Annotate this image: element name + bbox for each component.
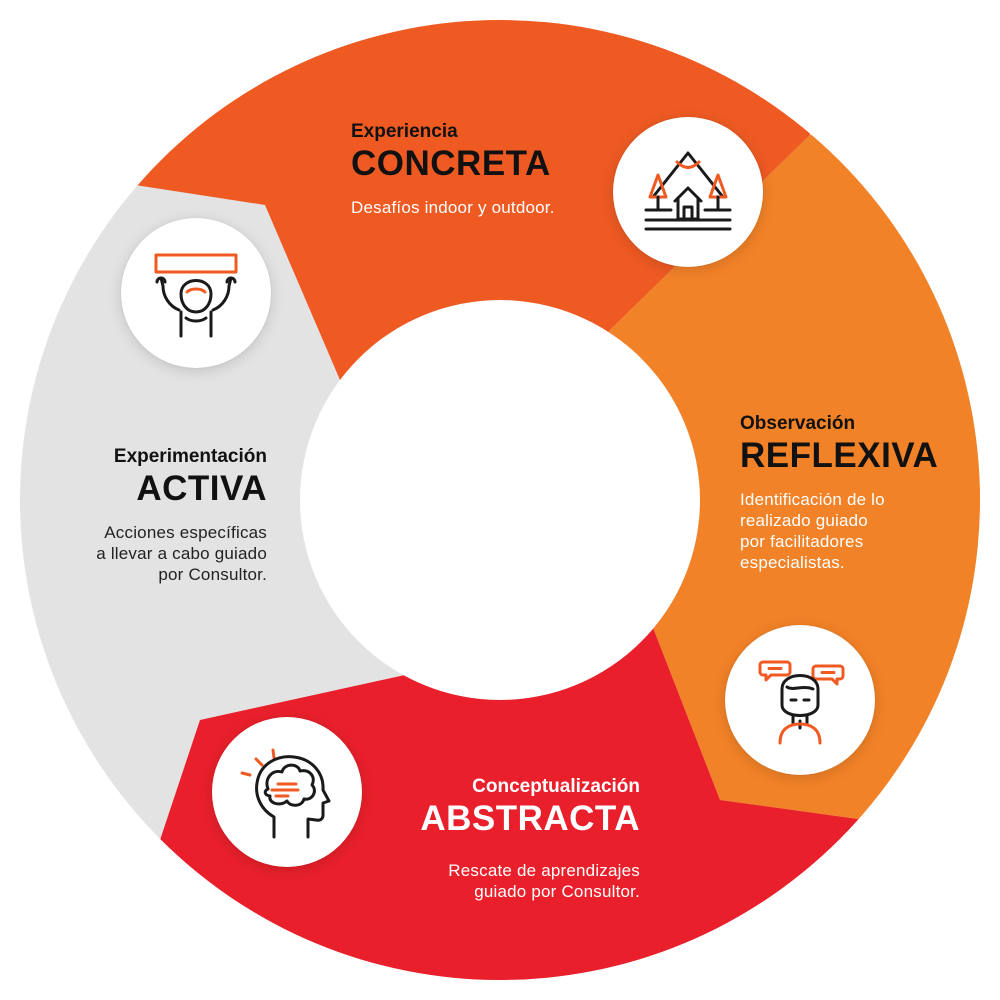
stage-reflexiva: Observación REFLEXIVA Identificación de … xyxy=(740,413,980,573)
stage-abstracta: Conceptualización ABSTRACTA Rescate de a… xyxy=(350,776,640,902)
person-speech-bubbles-icon xyxy=(725,625,875,775)
description-line: a llevar a cabo guiado xyxy=(96,544,267,563)
description-line: Rescate de aprendizajes xyxy=(448,861,640,880)
house-landscape-icon xyxy=(613,117,763,267)
stage-activa: Experimentación ACTIVA Acciones específi… xyxy=(20,446,267,585)
stage-activa-title: ACTIVA xyxy=(136,469,267,508)
stage-concreta-subtitle: Experiencia xyxy=(351,121,458,142)
description-line: especialistas. xyxy=(740,553,845,572)
head-brain-icon xyxy=(212,717,362,867)
stage-concreta-description: Desafíos indoor y outdoor. xyxy=(351,197,641,218)
description-line: por facilitadores xyxy=(740,532,864,551)
stage-reflexiva-description: Identificación de lo realizado guiado po… xyxy=(740,489,980,573)
stage-activa-description: Acciones específicas a llevar a cabo gui… xyxy=(20,522,267,585)
description-line: Identificación de lo xyxy=(740,490,885,509)
stage-concreta-title: CONCRETA xyxy=(351,144,551,183)
description-line: guiado por Consultor. xyxy=(474,882,640,901)
stage-reflexiva-title: REFLEXIVA xyxy=(740,436,939,475)
stage-concreta: Experiencia CONCRETA Desafíos indoor y o… xyxy=(351,121,641,218)
stage-abstracta-title: ABSTRACTA xyxy=(420,799,640,838)
stage-activa-subtitle: Experimentación xyxy=(113,446,267,467)
segment-abstracta xyxy=(20,500,980,980)
stage-abstracta-subtitle: Conceptualización xyxy=(472,776,640,797)
stage-abstracta-description: Rescate de aprendizajes guiado por Consu… xyxy=(350,860,640,902)
description-line: por Consultor. xyxy=(158,565,267,584)
person-holding-sign-icon xyxy=(121,218,271,368)
description-line: realizado guiado xyxy=(740,511,868,530)
stage-reflexiva-subtitle: Observación xyxy=(740,413,856,434)
description-line: Acciones específicas xyxy=(104,523,267,542)
description-line: Desafíos indoor y outdoor. xyxy=(351,198,555,217)
